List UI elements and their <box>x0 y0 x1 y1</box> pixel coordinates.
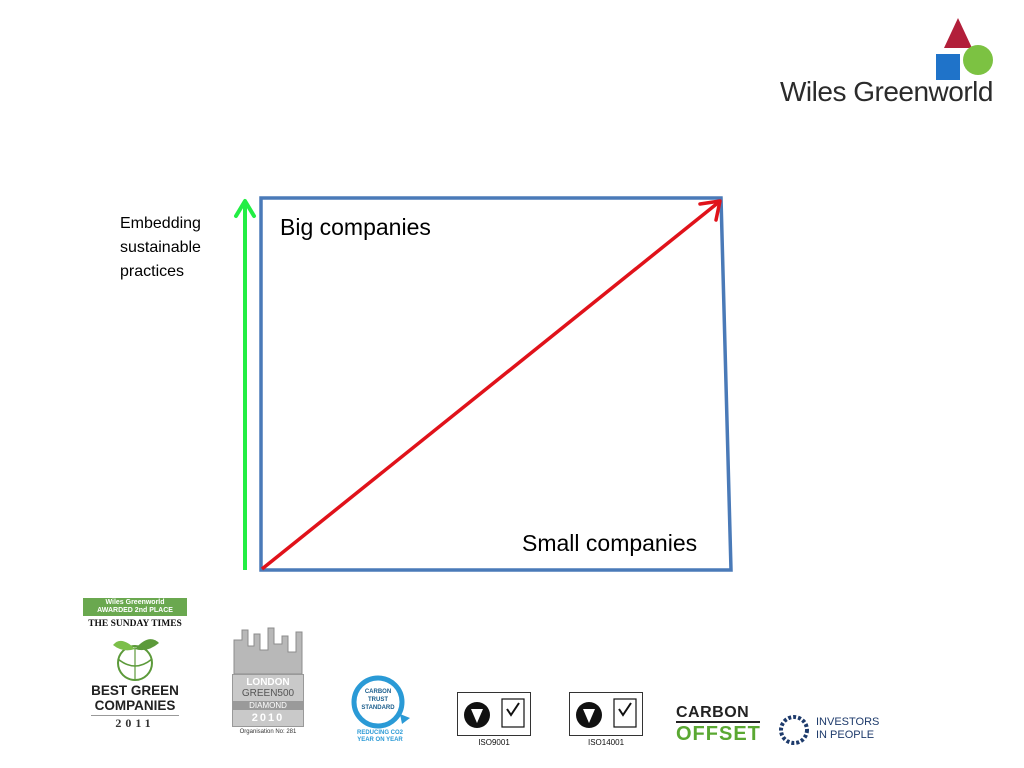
iso-frame <box>457 692 531 736</box>
brand-name: Wiles Greenworld <box>780 76 993 107</box>
carbon-trust-ring-icon <box>351 675 410 729</box>
iso-code: ISO14001 <box>587 738 625 747</box>
green500-panel: LONDON GREEN500 DIAMOND 2010 <box>232 674 304 727</box>
diagram-frame <box>259 196 733 572</box>
bsi-kitemark-icon <box>464 702 490 728</box>
brand-logo-mark <box>936 18 993 80</box>
newspaper-name: THE SUNDAY TIMES <box>88 619 182 629</box>
axis-label: Embedding sustainable practices <box>120 212 230 284</box>
iso-code: ISO9001 <box>478 738 510 747</box>
iso9001-badge: ISO9001 <box>457 692 531 748</box>
sunday-times-badge: Wiles Greenworld AWARDED 2nd PLACE THE S… <box>83 598 187 746</box>
ukas-check-icon <box>501 698 525 728</box>
organisation-number: Organisation No: 281 <box>239 729 297 735</box>
diagram-canvas <box>234 196 733 572</box>
vertical-axis-arrowhead <box>234 199 256 218</box>
investors-text: INVESTORS IN PEOPLE <box>816 716 880 741</box>
iso-frame <box>569 692 643 736</box>
diagonal-arrow-shaft <box>260 200 721 571</box>
logo-square <box>936 54 960 80</box>
carbon-offset-line1: CARBON <box>676 704 750 721</box>
investors-in-people-badge: INVESTORS IN PEOPLE <box>776 712 886 748</box>
axis-label-line: Embedding <box>120 215 201 232</box>
carbon-trust-text: CARBON TRUST STANDARD <box>361 689 395 711</box>
logo-circle <box>963 45 993 75</box>
carbon-trust-badge: CARBON TRUST STANDARD REDUCING CO2 YEAR … <box>340 674 420 750</box>
big-companies-label: Big companies <box>280 214 431 240</box>
award-year: 2011 <box>91 715 179 731</box>
city-skyline-icon <box>233 627 303 674</box>
globe-leaf-icon <box>113 639 159 681</box>
logo-triangle <box>944 18 972 48</box>
axis-label-line: practices <box>120 263 185 280</box>
award-title: BEST GREEN COMPANIES <box>91 683 179 713</box>
axis-label-line: sustainable <box>120 239 201 256</box>
carbon-trust-caption: REDUCING CO2 YEAR ON YEAR <box>356 730 403 743</box>
diagonal-arrowhead <box>698 199 722 222</box>
bsi-kitemark-icon <box>576 702 602 728</box>
badge-header: Wiles Greenworld AWARDED 2nd PLACE <box>83 598 187 616</box>
carbon-offset-line2: OFFSET <box>676 721 761 745</box>
laurel-wreath-icon <box>779 715 809 745</box>
small-companies-label: Small companies <box>522 530 698 556</box>
iso14001-badge: ISO14001 <box>569 692 643 748</box>
carbon-offset-badge: CARBON OFFSET <box>676 704 760 748</box>
green500-badge: LONDON GREEN500 DIAMOND 2010 Organisatio… <box>228 624 308 746</box>
ukas-check-icon <box>613 698 637 728</box>
